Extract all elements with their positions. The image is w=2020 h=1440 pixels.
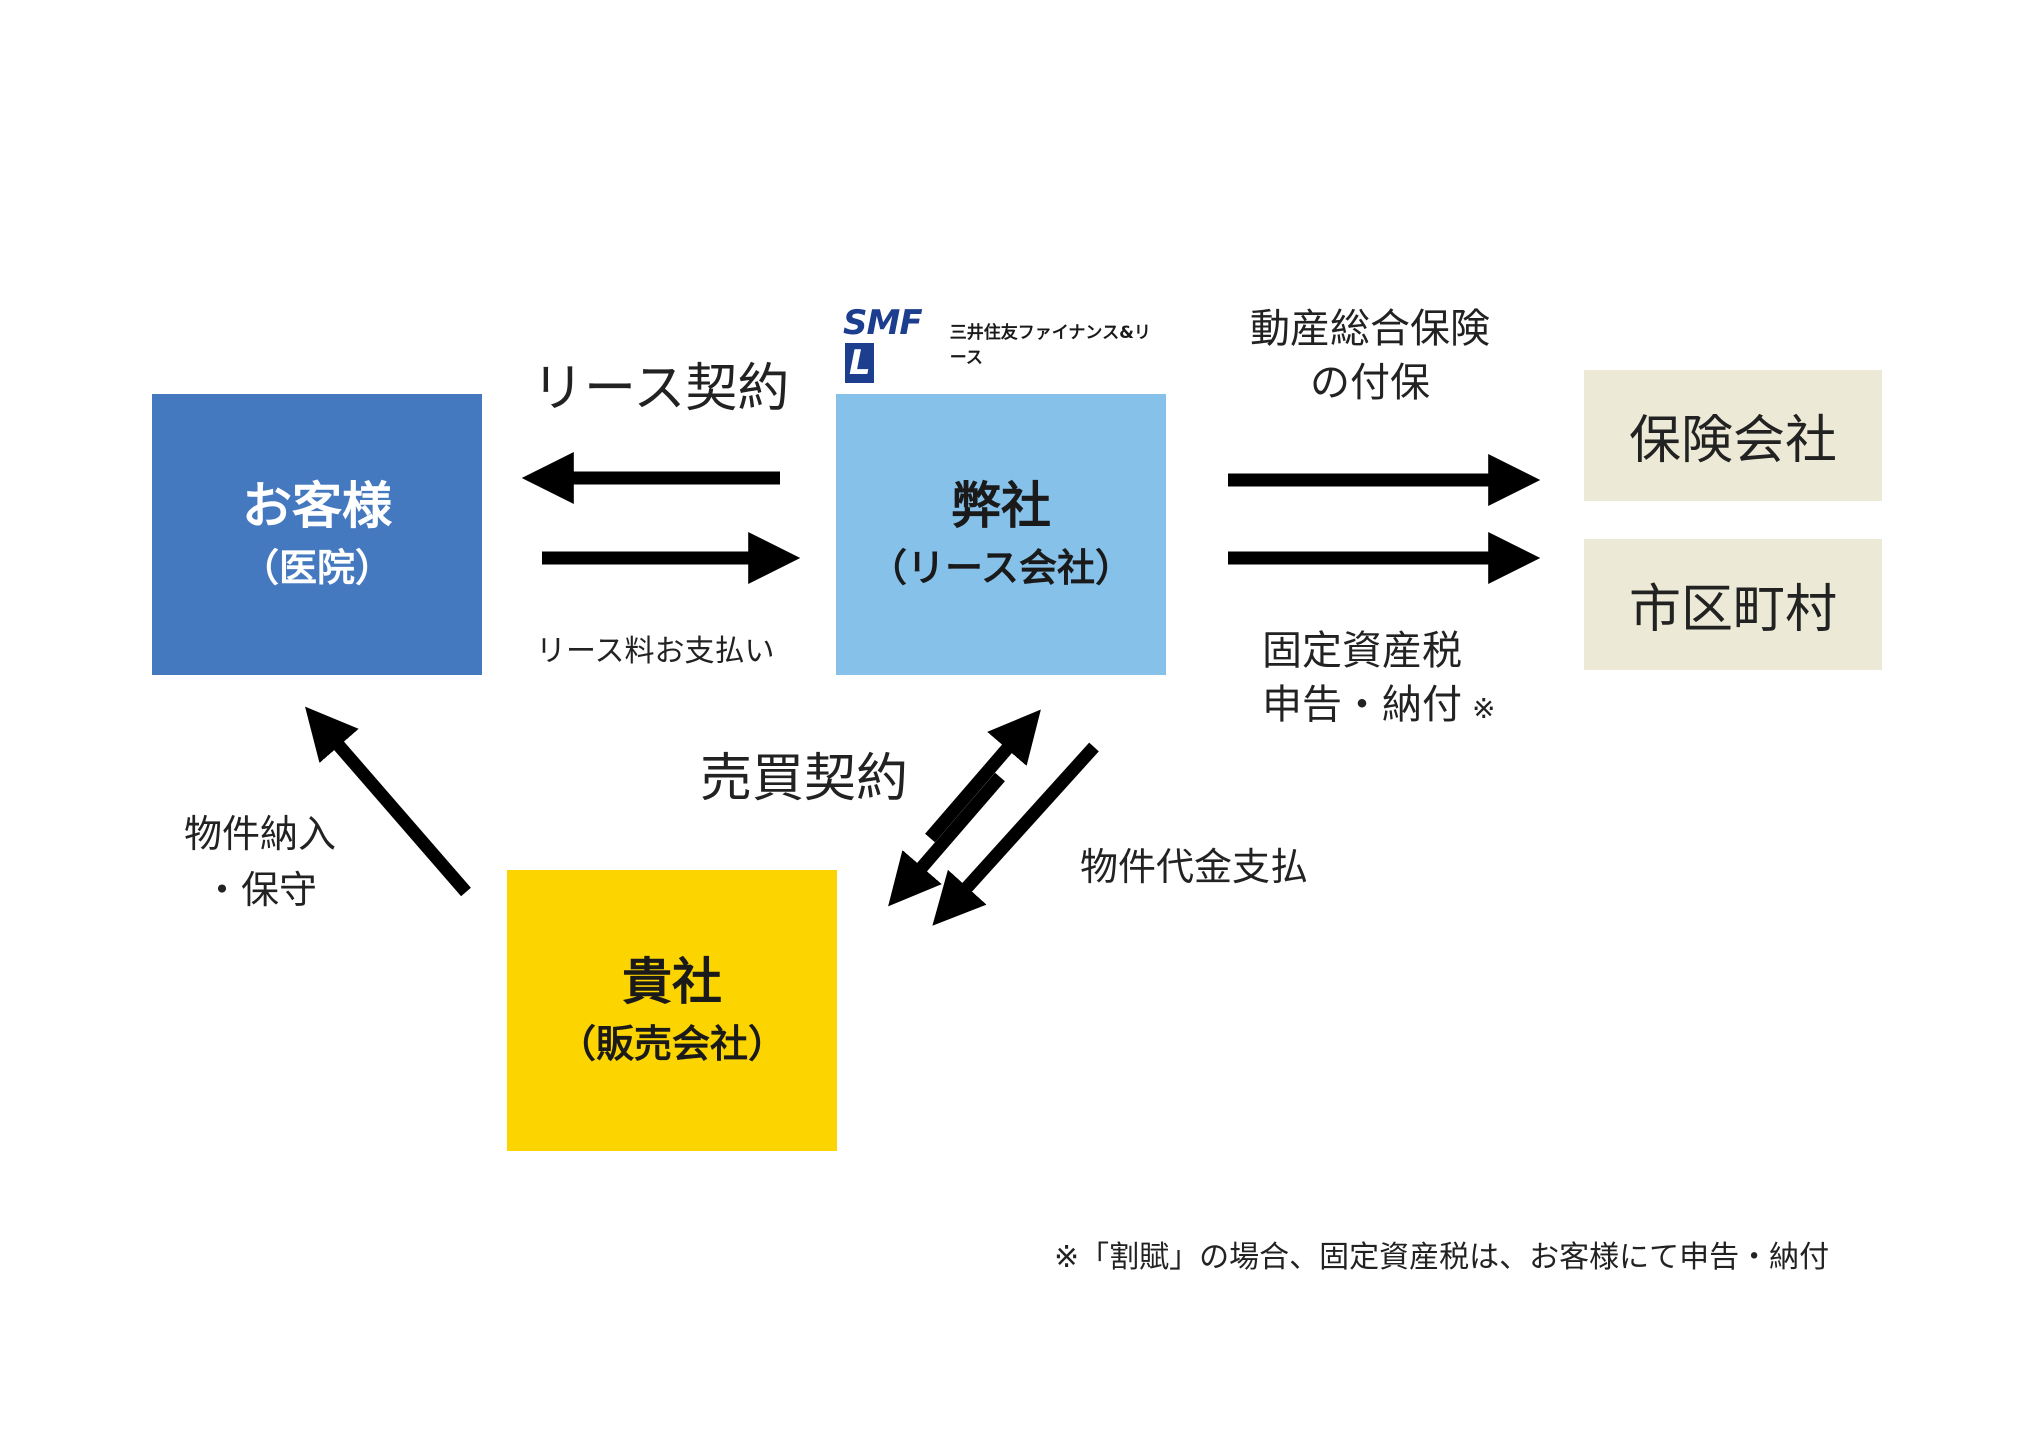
lease-payment-label: リース料お支払い xyxy=(536,634,775,669)
tax-label-line1: 固定資産税 xyxy=(1262,628,1462,674)
insurance-label-line2: の付保 xyxy=(1310,360,1430,406)
dealer-subtitle: （販売会社） xyxy=(557,1021,786,1066)
sales-contract-label: 売買契約 xyxy=(700,749,909,809)
municipality-box: 市区町村 xyxy=(1584,539,1882,670)
arrow-price-payment xyxy=(932,742,1099,926)
smfl-logo-mark: SMFL xyxy=(843,303,923,383)
customer-title: お客様 xyxy=(242,476,392,535)
lease-contract-label: リース契約 xyxy=(532,359,790,419)
arrow-delivery xyxy=(305,706,471,897)
footnote: ※「割賦」の場合、固定資産税は、お客様にて申告・納付 xyxy=(1054,1240,1830,1275)
delivery-maintenance-label: 物件納入 ・保守 xyxy=(150,806,370,918)
arrow-sales-up xyxy=(925,709,1041,843)
tax-note-mark: ※ xyxy=(1472,692,1496,725)
insurance-company-box: 保険会社 xyxy=(1584,370,1882,501)
lease-company-box: 弊社 （リース会社） xyxy=(836,394,1166,675)
smfl-logo-name: 三井住友ファイナンス&リース xyxy=(949,323,1151,368)
smfl-logo: SMFL 三井住友ファイナンス&リース xyxy=(843,303,1153,383)
property-tax-label: 固定資産税 申告・納付 ※ xyxy=(1262,624,1495,736)
customer-box: お客様 （医院） xyxy=(152,394,482,675)
insurance-label-line1: 動産総合保険 xyxy=(1250,306,1490,352)
dealer-title: 貴社 xyxy=(622,952,722,1011)
lease-company-title: 弊社 xyxy=(951,476,1051,535)
lease-company-subtitle: （リース会社） xyxy=(868,545,1134,590)
insurance-addition-label: 動産総合保険 の付保 xyxy=(1230,302,1510,410)
arrow-sales-down xyxy=(888,772,1005,907)
customer-subtitle: （医院） xyxy=(240,545,393,590)
price-payment-label: 物件代金支払 xyxy=(1080,845,1309,889)
delivery-label-line2: ・保守 xyxy=(202,868,317,912)
tax-label-line2: 申告・納付 xyxy=(1262,682,1462,728)
delivery-label-line1: 物件納入 xyxy=(183,812,336,856)
dealer-box: 貴社 （販売会社） xyxy=(507,870,837,1151)
